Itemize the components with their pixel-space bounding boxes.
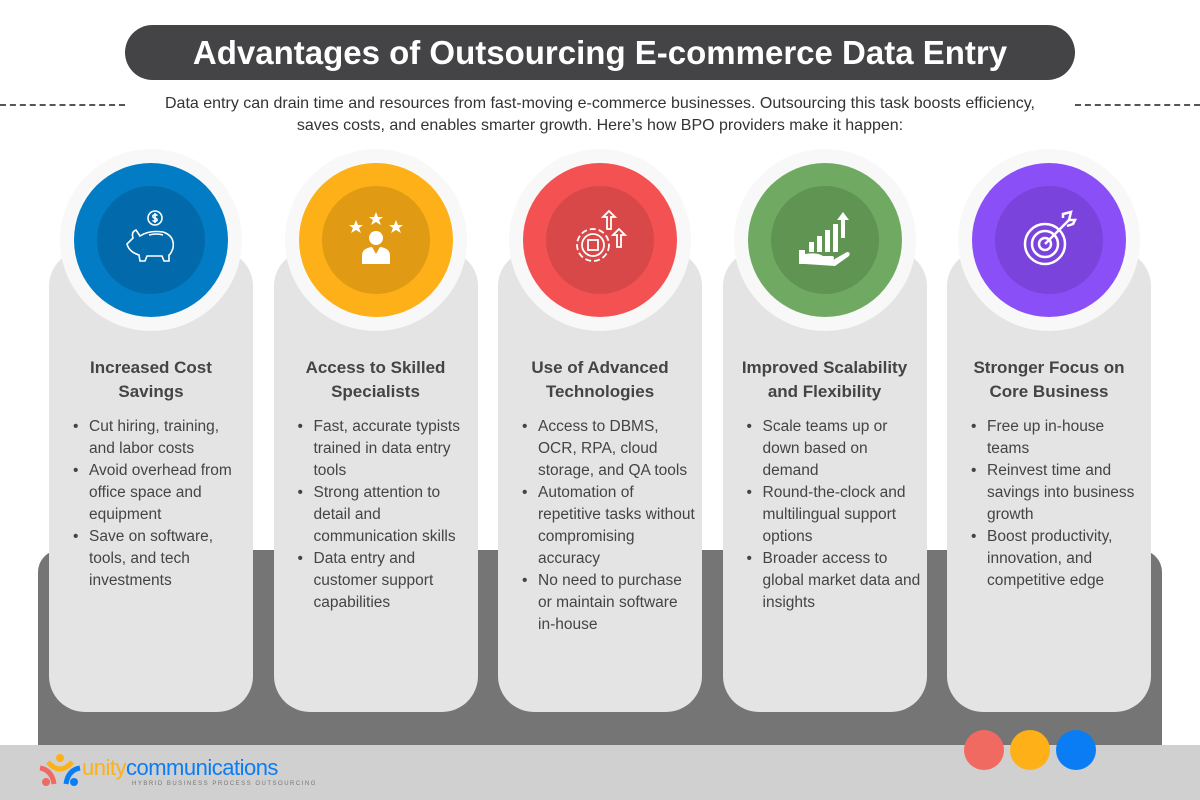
bullet-item: Boost productivity, innovation, and comp… bbox=[971, 526, 1145, 592]
piggy-bank-icon bbox=[97, 186, 205, 294]
intro-text: Data entry can drain time and resources … bbox=[165, 95, 1035, 134]
bullet-item: No need to purchase or maintain software… bbox=[522, 570, 696, 636]
target-icon bbox=[995, 186, 1103, 294]
bullet-item: Cut hiring, training, and labor costs bbox=[73, 416, 247, 460]
icon-badge bbox=[733, 149, 916, 331]
bullet-list: Access to DBMS, OCR, RPA, cloud storage,… bbox=[522, 416, 696, 636]
icon-badge bbox=[509, 149, 691, 331]
card-1: Increased Cost SavingsCut hiring, traini… bbox=[49, 250, 253, 712]
bullet-item: Strong attention to detail and communica… bbox=[298, 482, 472, 548]
decorative-dot bbox=[1056, 730, 1096, 770]
card-title: Access to Skilled Specialists bbox=[305, 358, 446, 401]
specialist-stars-icon bbox=[321, 186, 430, 294]
card-title: Stronger Focus on Core Business bbox=[973, 358, 1125, 401]
page-title: Advantages of Outsourcing E-commerce Dat… bbox=[125, 25, 1075, 80]
growth-chart-icon bbox=[770, 186, 879, 294]
logo-text-communications: communications bbox=[125, 755, 278, 780]
bullet-item: Avoid overhead from office space and equ… bbox=[73, 460, 247, 526]
card-title: Increased Cost Savings bbox=[90, 358, 212, 401]
divider-left bbox=[0, 104, 125, 106]
card-title: Improved Scalability and Flexibility bbox=[741, 358, 908, 401]
bullet-item: Reinvest time and savings into business … bbox=[971, 460, 1145, 526]
bullet-item: Access to DBMS, OCR, RPA, cloud storage,… bbox=[522, 416, 696, 482]
bullet-item: Scale teams up or down based on demand bbox=[747, 416, 921, 482]
icon-badge bbox=[958, 149, 1140, 331]
bullet-list: Free up in-house teamsReinvest time and … bbox=[971, 416, 1145, 592]
icon-badge bbox=[60, 149, 242, 331]
bullet-list: Fast, accurate typists trained in data e… bbox=[298, 416, 472, 614]
bullet-item: Data entry and customer support capabili… bbox=[298, 548, 472, 614]
gear-chip-icon bbox=[546, 186, 654, 294]
divider-right bbox=[1075, 104, 1200, 106]
bullet-list: Scale teams up or down based on demandRo… bbox=[747, 416, 921, 614]
decorative-dot bbox=[964, 730, 1004, 770]
bullet-item: Save on software, tools, and tech invest… bbox=[73, 526, 247, 592]
logo: unitycommunications HYBRID BUSINESS PROC… bbox=[38, 752, 317, 792]
logo-icon bbox=[39, 754, 81, 786]
icon-badge bbox=[284, 149, 467, 331]
logo-tagline: HYBRID BUSINESS PROCESS OUTSOURCING bbox=[132, 781, 317, 787]
decorative-dot bbox=[1010, 730, 1050, 770]
logo-text-unity: unity bbox=[82, 755, 126, 780]
bullet-item: Free up in-house teams bbox=[971, 416, 1145, 460]
bullet-list: Cut hiring, training, and labor costsAvo… bbox=[73, 416, 247, 592]
bullet-item: Fast, accurate typists trained in data e… bbox=[298, 416, 472, 482]
bullet-item: Automation of repetitive tasks without c… bbox=[522, 482, 696, 570]
card-title: Use of Advanced Technologies bbox=[531, 358, 669, 401]
bullet-item: Round-the-clock and multilingual support… bbox=[747, 482, 921, 548]
bullet-item: Broader access to global market data and… bbox=[747, 548, 921, 614]
